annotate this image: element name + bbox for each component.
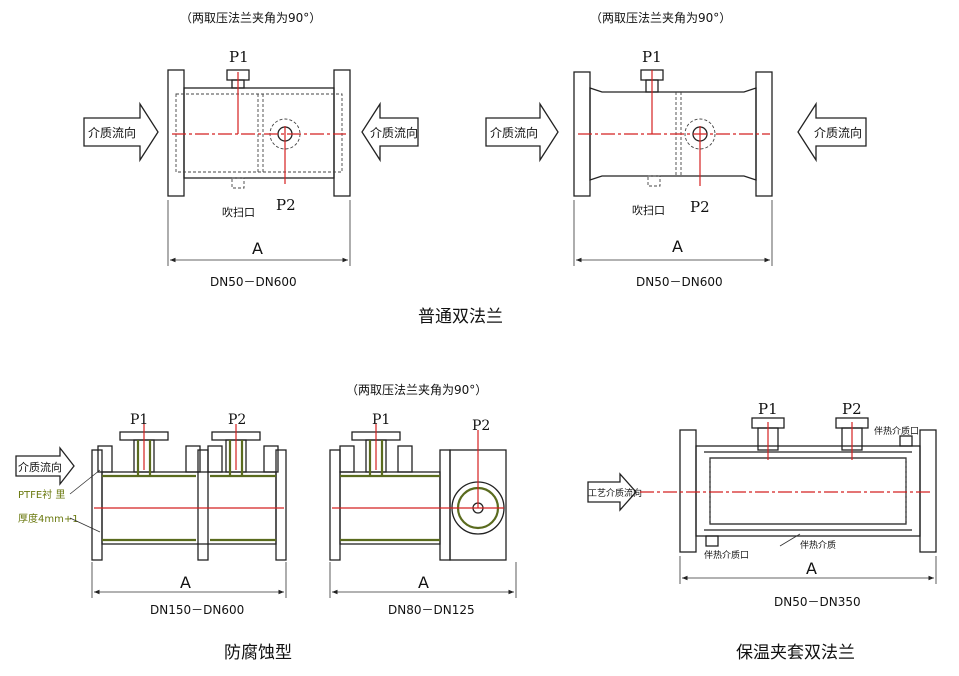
p1-label: P1 <box>758 400 778 418</box>
dimension-a: A <box>252 239 263 258</box>
p2-label: P2 <box>472 418 490 434</box>
dimension-a: A <box>672 237 683 256</box>
p1-label: P1 <box>372 412 390 428</box>
range-label: DN50－DN600 <box>636 275 723 289</box>
dimension-a: A <box>806 559 817 578</box>
p1-label: P1 <box>229 48 249 66</box>
flow-label: 介质流向 <box>370 125 418 140</box>
range-label: DN80－DN125 <box>388 603 475 617</box>
flow-arrow-right: 介质流向 <box>83 101 159 163</box>
p2-label: P2 <box>276 196 296 214</box>
angle-note: （两取压法兰夹角为90°） <box>590 11 731 25</box>
p2-label: P2 <box>842 400 862 418</box>
p2-label: P2 <box>690 198 710 216</box>
heating-outlet-label: 伴热介质口 <box>704 549 749 561</box>
caption-anticorrosion: 防腐蚀型 <box>224 643 292 663</box>
purge-label: 吹扫口 <box>632 204 665 217</box>
flow-arrow-left: 介质流向 <box>797 101 867 163</box>
range-label: DN150－DN600 <box>150 603 244 617</box>
caption-standard-double-flange: 普通双法兰 <box>418 307 503 327</box>
flow-label: 介质流向 <box>814 125 862 140</box>
p1-label: P1 <box>130 412 148 428</box>
flow-label: 介质流向 <box>490 125 538 140</box>
flow-label: 介质流向 <box>18 460 62 474</box>
flow-arrow-left: 介质流向 <box>361 101 419 163</box>
purge-label: 吹扫口 <box>222 206 255 219</box>
flow-arrow-right: 介质流向 <box>485 101 559 163</box>
process-flow-label: 工艺介质流向 <box>588 487 642 499</box>
angle-note: （两取压法兰夹角为90°） <box>180 11 321 25</box>
heating-inlet-label: 伴热介质口 <box>874 425 919 437</box>
angle-note: （两取压法兰夹角为90°） <box>346 383 487 397</box>
range-label: DN50－DN600 <box>210 275 297 289</box>
thickness-label: 厚度4mm+1 <box>18 512 79 525</box>
heating-medium-label: 伴热介质 <box>800 539 836 551</box>
p1-label: P1 <box>642 48 662 66</box>
diagram-insulation-jacket: 工艺介质流向 P1 P2 伴热介质口 伴热介质口 伴热介质 A DN50－DN3… <box>587 400 937 609</box>
p2-label: P2 <box>228 412 246 428</box>
dimension-a: A <box>418 573 429 592</box>
diagram-standard-double-flange-right: （两取压法兰夹角为90°） 介质流向 P1 P2 吹扫口 A DN50－DN60… <box>485 11 867 289</box>
range-label: DN50－DN350 <box>774 595 861 609</box>
diagram-anticorrosion: （两取压法兰夹角为90°） 介质流向 PTFE衬 里 厚度4mm+1 P1 P2 <box>15 383 517 617</box>
dimension-a: A <box>180 573 191 592</box>
caption-insulation-jacket: 保温夹套双法兰 <box>736 643 855 663</box>
diagram-standard-double-flange-left: （两取压法兰夹角为90°） 介质流向 P1 P2 吹扫口 A D <box>83 11 351 289</box>
flow-label: 介质流向 <box>88 125 136 140</box>
ptfe-lining-label: PTFE衬 里 <box>18 488 65 501</box>
